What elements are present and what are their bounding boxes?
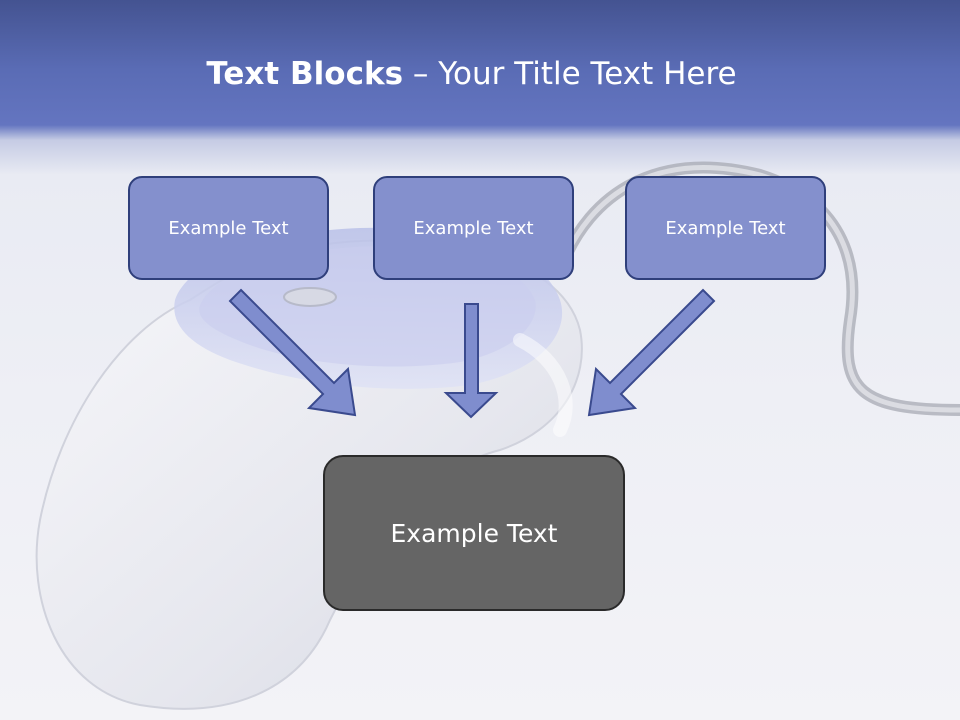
arrow-right-icon [587,288,716,417]
text-block-1[interactable]: Example Text [128,176,329,280]
title-dash: – [403,56,439,92]
title-bold-part: Text Blocks [206,56,404,92]
text-block-2[interactable]: Example Text [373,176,574,280]
text-block-3[interactable]: Example Text [625,176,826,280]
slide-title: Text Blocks – Your Title Text Here [0,52,943,96]
arrow-left-icon [228,288,357,417]
arrow-down-icon [443,303,499,419]
title-rest: Your Title Text Here [438,56,737,92]
result-block[interactable]: Example Text [323,455,625,611]
